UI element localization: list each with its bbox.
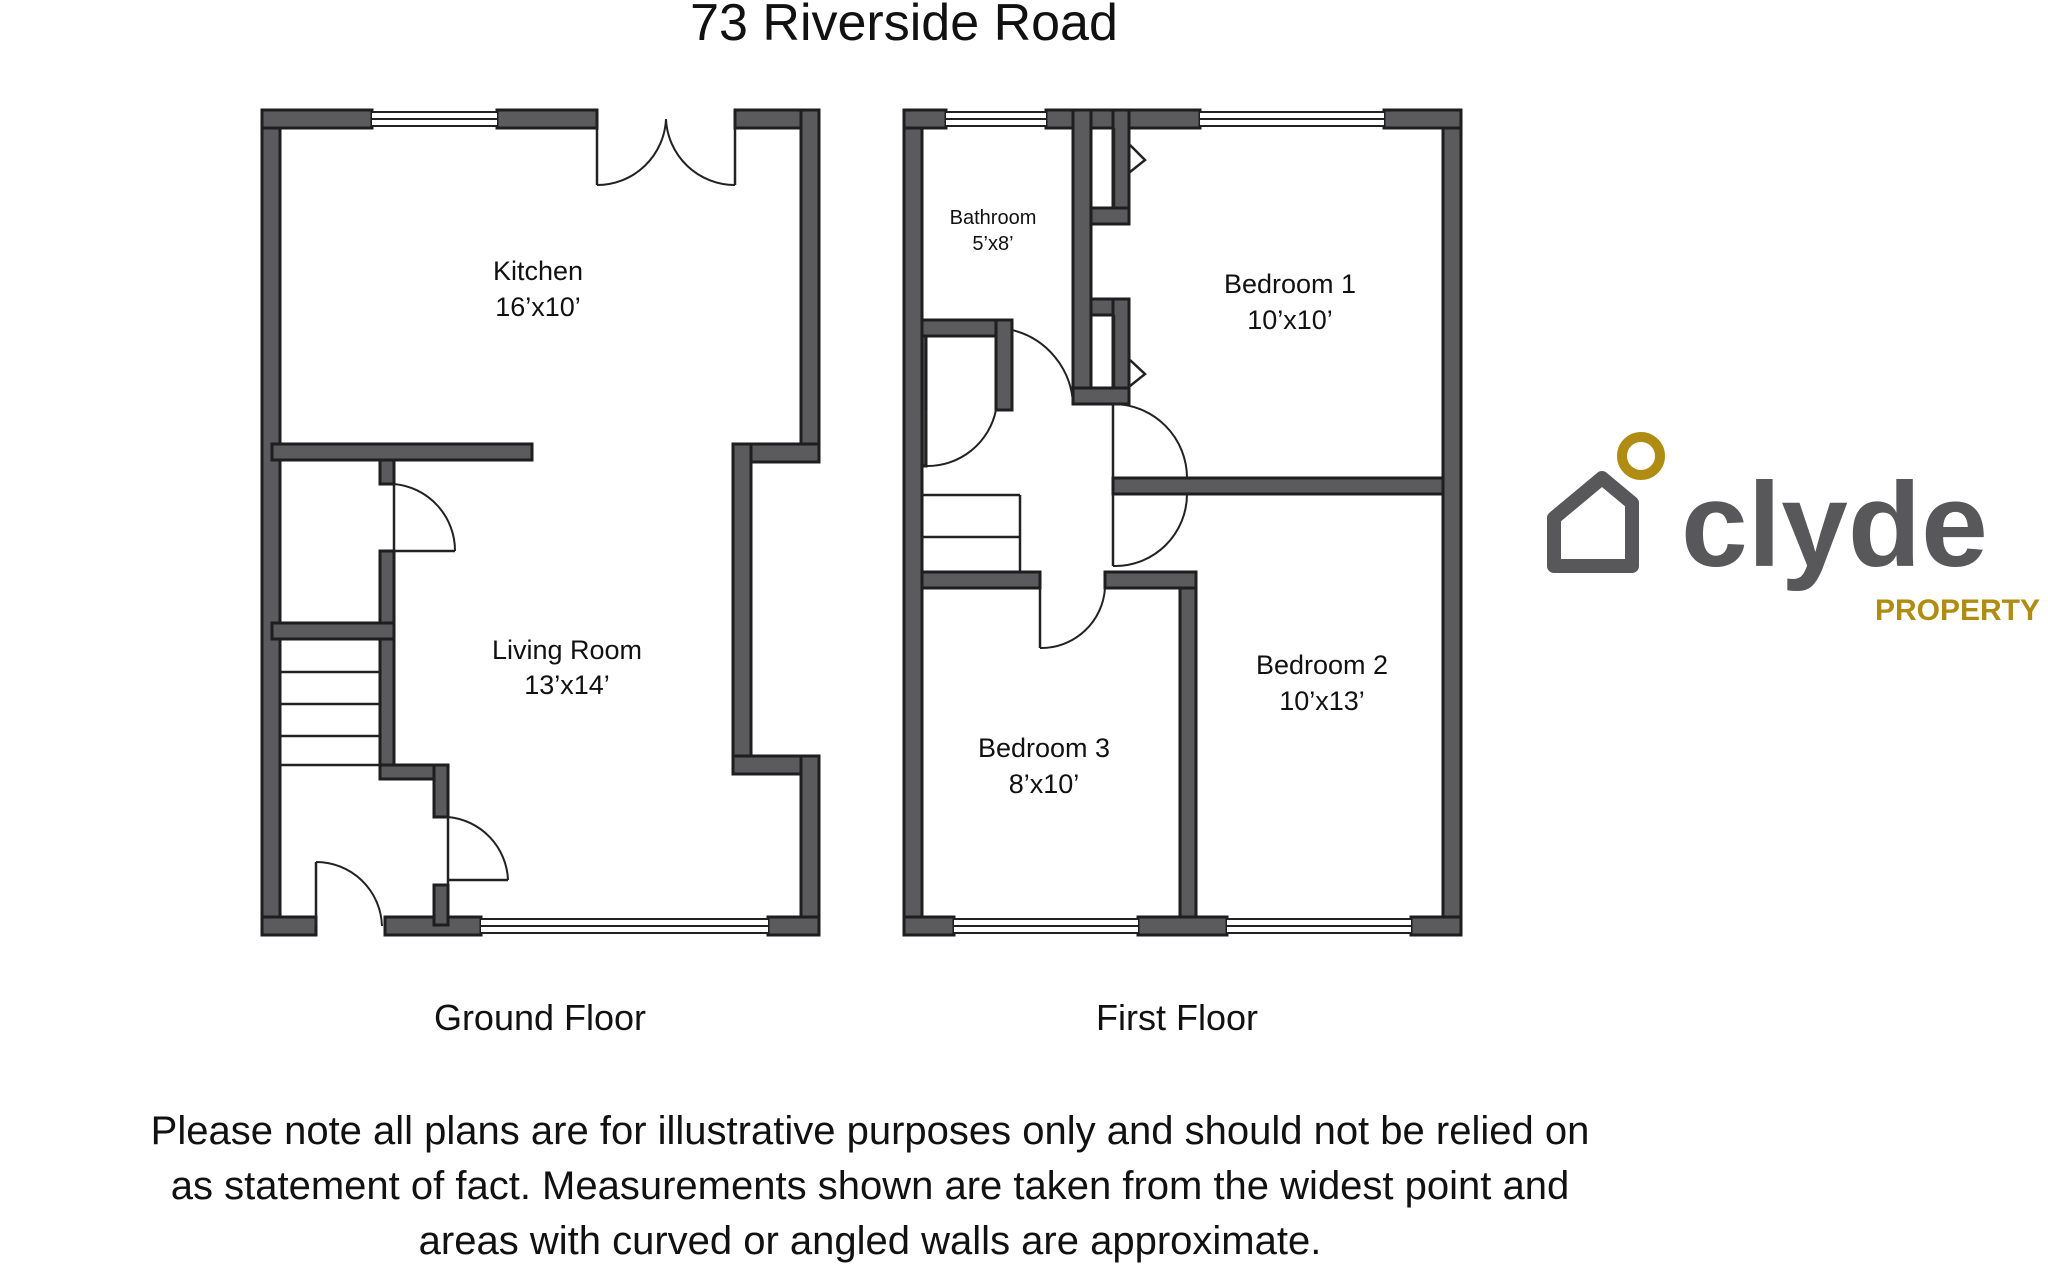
- ff-airing-cupboard-door: [924, 409, 997, 468]
- gf-wall-top-mid: [495, 108, 599, 130]
- ff-wall-top-right: [1382, 108, 1463, 130]
- gf-window-bottom: [481, 918, 768, 934]
- bedroom3-size: 8’x10’: [1009, 769, 1080, 799]
- gf-wall-kitchen-partition: [270, 442, 534, 462]
- gf-wall-stair-top: [270, 621, 396, 641]
- ff-wall-cupboard-mid: [1089, 206, 1131, 226]
- living-room-size: 13’x14’: [524, 670, 610, 700]
- gf-window-top: [372, 111, 497, 127]
- logo-accent-ring: [1617, 432, 1665, 480]
- ff-wall-top-left: [902, 108, 948, 130]
- gf-wall-notch-side: [731, 442, 753, 776]
- ff-wall-bedroom3-top-right: [1103, 570, 1198, 590]
- ff-wall-bedroom3-top-left: [920, 570, 1042, 590]
- ff-wall-bottom-right: [1409, 915, 1463, 937]
- ff-wall-bath-cupboard-side: [994, 318, 1014, 412]
- kitchen-label: Kitchen: [493, 256, 583, 286]
- gf-wall-top-left: [260, 108, 374, 130]
- gf-wall-cupboard-stub: [378, 458, 396, 486]
- logo-wordmark: clyde: [1681, 458, 1988, 592]
- logo-tagline: PROPERTY: [1875, 594, 2040, 627]
- ff-bedroom1-door: [1111, 403, 1188, 479]
- gf-wall-right-lower: [799, 754, 821, 937]
- gf-wall-hall-lower: [432, 883, 450, 927]
- gf-wall-hall-side: [432, 763, 450, 819]
- ff-wall-bottom-mid: [1136, 915, 1229, 937]
- gf-wall-right-upper: [799, 108, 821, 464]
- ff-wall-bedroom2-side: [1178, 570, 1198, 919]
- living-room-label: Living Room: [492, 635, 642, 665]
- ff-wall-left: [902, 108, 924, 937]
- first-floor-plan: Bathroom 5’x8’ Bedroom 1 10’x10’ Bedroom…: [902, 108, 1463, 1038]
- disclaimer: Please note all plans are for illustrati…: [151, 1109, 1590, 1263]
- bedroom3-label: Bedroom 3: [978, 733, 1110, 763]
- gf-wall-bottom-right: [766, 915, 821, 937]
- gf-french-doors: [595, 118, 737, 187]
- ff-bathroom-door: [1010, 329, 1074, 410]
- ff-wall-airing-side: [920, 334, 928, 468]
- bathroom-size: 5’x8’: [972, 233, 1013, 255]
- ff-bedroom2-door: [1111, 493, 1188, 568]
- bathroom-label: Bathroom: [950, 207, 1037, 229]
- property-title: 73 Riverside Road: [690, 0, 1118, 52]
- gf-cupboard-door: [392, 483, 457, 553]
- ff-window-bottom-right: [1227, 918, 1411, 934]
- ff-wall-cupboard-left: [1071, 108, 1093, 406]
- ground-floor-plan: Kitchen 16’x10’ Living Room 13’x14’ Grou…: [260, 108, 821, 1038]
- ff-wall-cupboard-upper-right: [1111, 108, 1131, 210]
- ff-window-top-right: [1200, 111, 1384, 127]
- ff-wall-right: [1441, 108, 1463, 937]
- house-icon: [1547, 471, 1639, 573]
- ground-floor-caption: Ground Floor: [434, 997, 646, 1038]
- bedroom1-label: Bedroom 1: [1224, 269, 1356, 299]
- gf-front-door: [314, 861, 383, 927]
- ff-cupboard-doors: [1112, 128, 1147, 388]
- disclaimer-line-3: areas with curved or angled walls are ap…: [419, 1219, 1322, 1263]
- bedroom2-label: Bedroom 2: [1256, 650, 1388, 680]
- ff-wall-bottom-left: [902, 915, 956, 937]
- gf-wall-left: [260, 108, 282, 937]
- gf-hall-door: [446, 816, 509, 885]
- disclaimer-line-1: Please note all plans are for illustrati…: [151, 1109, 1590, 1153]
- gf-stairs: [280, 670, 380, 767]
- clyde-property-logo: clyde PROPERTY: [1547, 432, 2040, 627]
- first-floor-caption: First Floor: [1096, 997, 1258, 1038]
- gf-wall-bottom-left: [260, 915, 318, 937]
- gf-wall-stair-side: [378, 549, 396, 771]
- ff-wall-cupboard-base: [1071, 386, 1131, 406]
- disclaimer-line-2: as statement of fact. Measurements shown…: [171, 1164, 1570, 1208]
- ff-window-top-left: [946, 111, 1046, 127]
- ff-bedroom3-door: [1038, 587, 1106, 650]
- ff-wall-bedroom-partition: [1111, 476, 1445, 496]
- ff-stairs: [922, 493, 1022, 572]
- kitchen-size: 16’x10’: [495, 292, 581, 322]
- bedroom1-size: 10’x10’: [1247, 305, 1333, 335]
- ff-window-bottom-left: [954, 918, 1138, 934]
- bedroom2-size: 10’x13’: [1279, 686, 1365, 716]
